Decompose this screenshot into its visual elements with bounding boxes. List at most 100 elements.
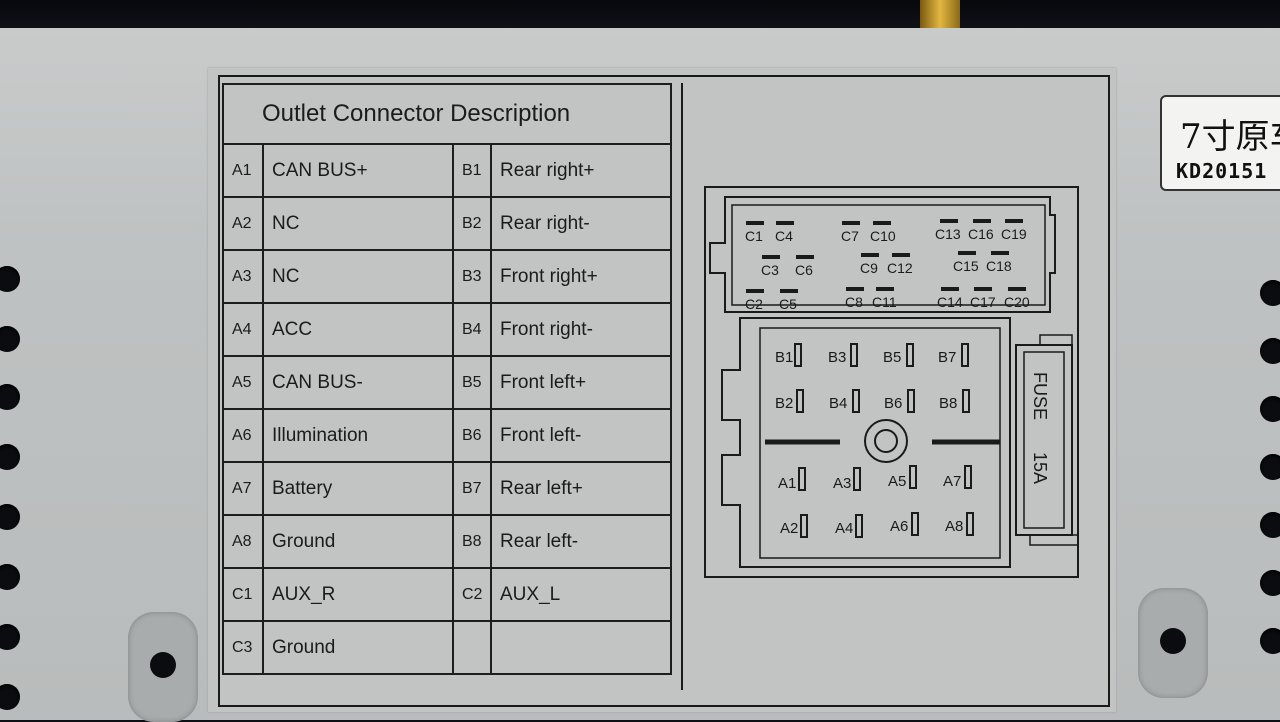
a-pin-label: A4: [835, 520, 853, 537]
c-pin-label: C19: [1001, 226, 1027, 242]
vent-hole: [1260, 570, 1280, 596]
b-pin: [796, 389, 804, 413]
pin-a-id: C1: [222, 567, 264, 622]
b-pin-label: B1: [775, 349, 793, 366]
c-pin-label: C12: [887, 260, 913, 276]
pin-a-id: A4: [222, 302, 264, 357]
a-pin: [909, 465, 917, 489]
pin-a-desc: NC: [262, 249, 454, 304]
pin-b-desc: Rear left-: [490, 514, 672, 569]
c-pin: [991, 251, 1009, 255]
b-pin-label: B4: [829, 395, 847, 412]
pin-description-table: Outlet Connector Description A1 CAN BUS+…: [222, 83, 672, 675]
pin-a-desc: CAN BUS+: [262, 143, 454, 198]
table-row: A3 NC B3 Front right+: [222, 249, 672, 304]
b-pin: [852, 389, 860, 413]
c-pin-label: C15: [953, 258, 979, 274]
c-pin: [892, 253, 910, 257]
c-pin-label: C13: [935, 226, 961, 242]
pin-b-desc: [490, 620, 672, 675]
pin-b-desc: AUX_L: [490, 567, 672, 622]
table-row: C1 AUX_R C2 AUX_L: [222, 567, 672, 622]
a-pin-label: A1: [778, 475, 796, 492]
c-pin: [1005, 219, 1023, 223]
c-pin: [746, 221, 764, 225]
a-pin: [911, 512, 919, 536]
c-pin: [746, 289, 764, 293]
pin-a-desc: Illumination: [262, 408, 454, 463]
pin-a-desc: NC: [262, 196, 454, 251]
pin-a-id: A1: [222, 143, 264, 198]
b-pin: [961, 343, 969, 367]
b-pin-label: B6: [884, 395, 902, 412]
pin-a-id: A2: [222, 196, 264, 251]
vent-hole: [0, 624, 20, 650]
c-pin: [861, 253, 879, 257]
pin-a-desc: Ground: [262, 514, 454, 569]
c-pin: [941, 287, 959, 291]
pin-b-id: B1: [452, 143, 492, 198]
vent-hole: [0, 504, 20, 530]
vent-hole: [1260, 396, 1280, 422]
a-pin-label: A3: [833, 475, 851, 492]
c-pin: [846, 287, 864, 291]
c-pin: [1008, 287, 1026, 291]
pin-b-id: C2: [452, 567, 492, 622]
c-pin: [974, 287, 992, 291]
pin-b-id: B8: [452, 514, 492, 569]
pin-a-id: A3: [222, 249, 264, 304]
b-pin: [907, 389, 915, 413]
vent-hole: [0, 326, 20, 352]
vent-hole: [1260, 454, 1280, 480]
pin-b-desc: Front left-: [490, 408, 672, 463]
pin-b-desc: Front left+: [490, 355, 672, 410]
vent-hole: [1260, 280, 1280, 306]
pin-b-id: B2: [452, 196, 492, 251]
a-pin: [800, 514, 808, 538]
pin-b-id: B5: [452, 355, 492, 410]
fuse-rating: 15A: [1030, 452, 1050, 484]
b-pin-label: B3: [828, 349, 846, 366]
c-pin-label: C1: [745, 228, 763, 244]
vent-hole: [0, 564, 20, 590]
label-border: [218, 75, 1110, 707]
pin-a-desc: AUX_R: [262, 567, 454, 622]
b-pin: [794, 343, 802, 367]
a-pin-label: A2: [780, 520, 798, 537]
a-pin: [966, 512, 974, 536]
table-row: A7 Battery B7 Rear left+: [222, 461, 672, 516]
pin-b-desc: Rear right-: [490, 196, 672, 251]
table-row: C3 Ground: [222, 620, 672, 675]
vent-hole: [0, 444, 20, 470]
c-pin-label: C2: [745, 296, 763, 312]
pin-b-id: [452, 620, 492, 675]
b-pin-label: B2: [775, 395, 793, 412]
model-sticker-line1: 7寸原车方: [1180, 117, 1280, 157]
table-row: A8 Ground B8 Rear left-: [222, 514, 672, 569]
pin-a-id: C3: [222, 620, 264, 675]
c-pin-label: C5: [779, 296, 797, 312]
b-pin: [906, 343, 914, 367]
pin-b-id: B6: [452, 408, 492, 463]
model-sticker: 7寸原车方 KD20151: [1160, 95, 1280, 191]
pin-b-desc: Front right-: [490, 302, 672, 357]
pin-a-desc: CAN BUS-: [262, 355, 454, 410]
table-title: Outlet Connector Description: [222, 83, 672, 145]
c-pin: [796, 255, 814, 259]
c-pin-label: C6: [795, 262, 813, 278]
a-pin-label: A6: [890, 518, 908, 535]
c-pin-label: C4: [775, 228, 793, 244]
c-pin-label: C11: [872, 294, 897, 310]
c-pin: [873, 221, 891, 225]
c-pin: [842, 221, 860, 225]
b-pin-label: B8: [939, 395, 957, 412]
c-pin-label: C16: [968, 226, 994, 242]
model-sticker-code: KD20151: [1176, 159, 1268, 183]
pin-a-id: A5: [222, 355, 264, 410]
pin-description-table-wrap: Outlet Connector Description A1 CAN BUS+…: [222, 83, 672, 675]
a-pin-label: A5: [888, 473, 906, 490]
vent-hole: [1260, 512, 1280, 538]
c-pin: [776, 221, 794, 225]
pin-b-desc: Rear left+: [490, 461, 672, 516]
